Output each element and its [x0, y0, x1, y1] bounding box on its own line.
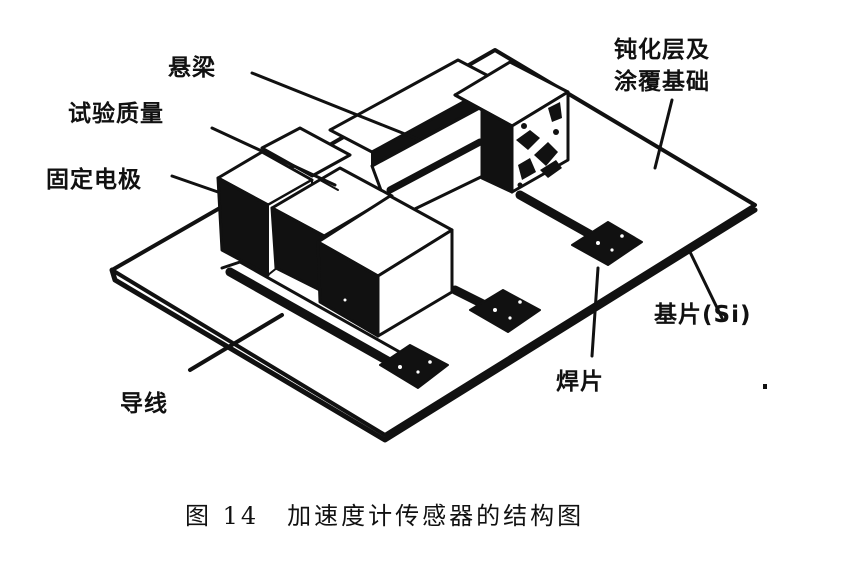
bond-pad-leader	[590, 266, 600, 358]
leader-lines	[170, 71, 422, 194]
label-cantilever: 悬梁	[168, 55, 216, 81]
proof-mass-leader	[210, 126, 337, 187]
label-proof-mass: 试验质量	[68, 101, 164, 127]
fixed-electrode-leader	[170, 174, 220, 194]
fixed-electrode-front	[316, 194, 454, 338]
figure-title: 加速度计传感器的结构图	[287, 502, 585, 530]
label-passivation-line1: 钝化层及	[614, 37, 710, 63]
label-bond-pad: 焊片	[556, 369, 604, 395]
bond-pad-right	[571, 221, 643, 266]
label-passivation-line2: 涂覆基础	[614, 69, 710, 95]
figure-caption: 图 14 加速度计传感器的结构图	[185, 496, 584, 531]
bond-pads	[379, 221, 643, 389]
anchor-block	[453, 60, 570, 194]
label-fixed-electrode: 固定电极	[46, 167, 142, 193]
stray-dot	[763, 384, 767, 389]
bond-pad-middle	[469, 289, 541, 333]
figure-number: 图 14	[185, 502, 260, 530]
cantilever-leader	[250, 71, 422, 142]
substrate-leader	[688, 250, 724, 320]
lead-wire-leader	[188, 313, 284, 372]
passivation-leader	[653, 98, 674, 170]
label-substrate: 基片(Si)	[654, 302, 752, 328]
bond-pad-front	[379, 344, 449, 389]
label-lead-wire: 导线	[120, 391, 168, 417]
lead-wire-outline	[220, 260, 407, 357]
